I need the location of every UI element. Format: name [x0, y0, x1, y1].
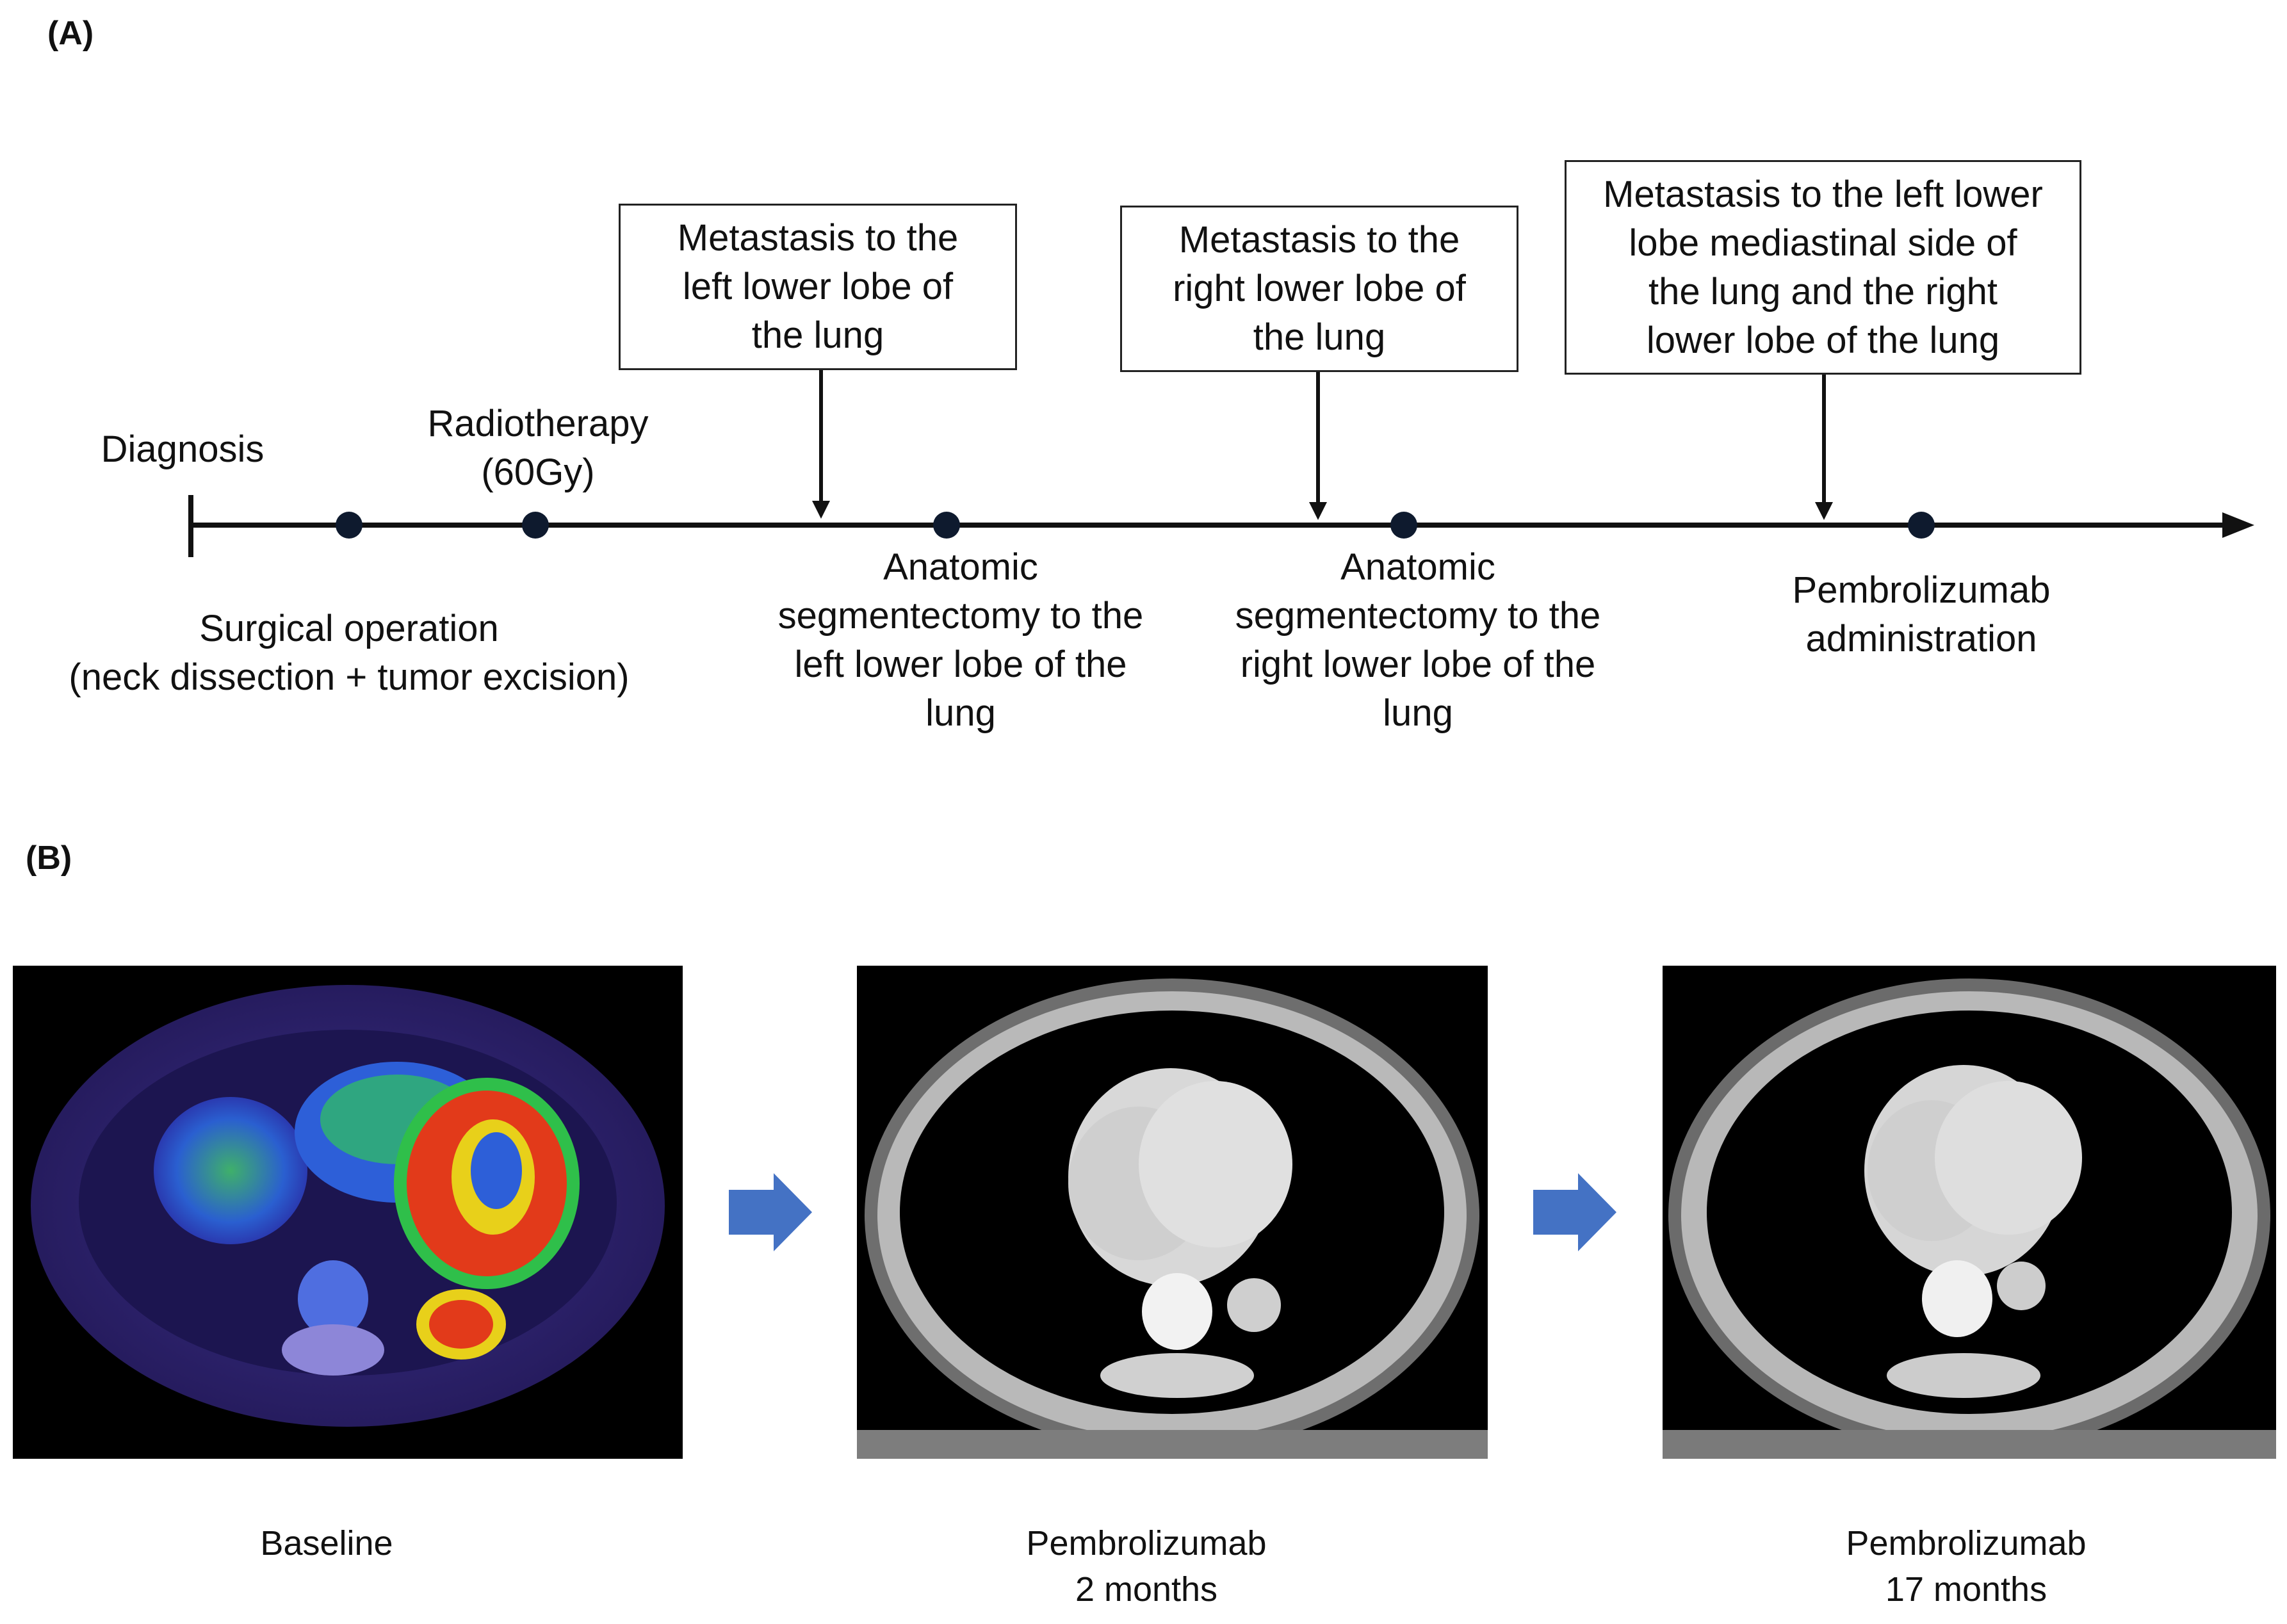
- panel-a-label: (A): [47, 15, 94, 52]
- caption-pembrolizumab-2-months: Pembrolizumab 2 months: [1026, 1524, 1267, 1609]
- panel-b-label: (B): [26, 840, 72, 877]
- label-pembrolizumab-administration: Pembrolizumab administration: [1792, 569, 2051, 660]
- event-dot-segmentectomy-right: [1390, 512, 1417, 539]
- timeline-arrowhead: [2222, 512, 2254, 538]
- label-segmentectomy-left: Anatomic segmentectomy to the left lower…: [777, 546, 1144, 734]
- label-segmentectomy-right: Anatomic segmentectomy to the right lowe…: [1235, 546, 1601, 734]
- label-surgical-operation: Surgical operation (neck dissection + tu…: [69, 608, 630, 698]
- caption-baseline: Baseline: [260, 1524, 393, 1563]
- progress-arrow-1: [729, 1173, 812, 1251]
- event-dot-segmentectomy-left: [933, 512, 960, 539]
- ct-17-months-image: [1663, 966, 2276, 1459]
- label-radiotherapy: Radiotherapy (60Gy): [427, 403, 649, 493]
- label-diagnosis: Diagnosis: [101, 428, 265, 470]
- metastasis-both-box: Metastasis to the left lower lobe medias…: [1565, 160, 2081, 375]
- caption-pembrolizumab-17-months: Pembrolizumab 17 months: [1846, 1524, 2087, 1609]
- metastasis-right-box: Metastasis to the right lower lobe of th…: [1120, 206, 1518, 372]
- metastasis-left-box: Metastasis to the left lower lobe of the…: [619, 204, 1017, 370]
- event-dot-surgery: [336, 512, 362, 539]
- timeline: [188, 370, 2254, 557]
- event-dot-radiotherapy: [522, 512, 549, 539]
- event-dot-pembrolizumab: [1908, 512, 1935, 539]
- ct-2-months-image: [857, 966, 1488, 1459]
- pet-ct-baseline-image: [13, 966, 683, 1459]
- progress-arrow-2: [1533, 1173, 1616, 1251]
